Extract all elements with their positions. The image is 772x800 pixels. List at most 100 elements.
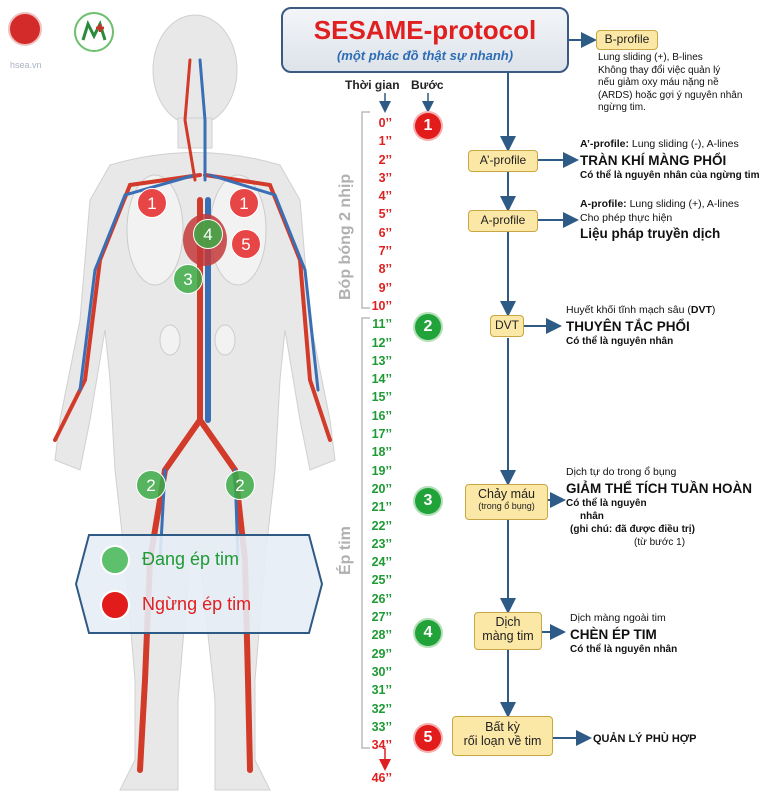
bleed-note-3: (ghi chú: đã được điều trị) bbox=[570, 524, 695, 536]
step-column-header: Bước bbox=[411, 78, 444, 92]
any-management: QUẢN LÝ PHÙ HỢP bbox=[593, 733, 697, 745]
b-profile-annotation: Lung sliding (+), B-lines Không thay đổi… bbox=[598, 52, 770, 115]
time-label: 6’’ bbox=[378, 225, 392, 240]
dvt-box: DVT bbox=[490, 315, 524, 337]
title-main: SESAME-protocol bbox=[313, 15, 537, 45]
title-sub: (một phác đồ thật sự nhanh) bbox=[336, 48, 514, 63]
a-head: A-profile: bbox=[580, 198, 627, 210]
pericardial-label-2: màng tim bbox=[482, 629, 534, 643]
step-1: 1 bbox=[415, 113, 441, 139]
dvt-annotation: Huyết khối tĩnh mạch sâu (DVT) THUYÊN TẮ… bbox=[566, 304, 772, 348]
a-prime-diagnosis: TRÀN KHÍ MÀNG PHỔI bbox=[580, 152, 727, 168]
b-profile-line: ngừng tim. bbox=[598, 102, 646, 113]
b-profile-box: B-profile bbox=[596, 30, 658, 50]
a-profile-box: A-profile bbox=[468, 210, 538, 232]
body-marker-3: 3 bbox=[173, 264, 203, 294]
body-marker-1-left: 1 bbox=[137, 188, 167, 218]
time-label: 14’’ bbox=[371, 372, 392, 387]
b-profile-line: (ARDS) hoặc gợi ý nguyên nhân bbox=[598, 89, 743, 101]
bleed-note-1: Có thể là nguyên bbox=[566, 498, 647, 510]
time-label: 32’’ bbox=[371, 701, 392, 716]
a-prime-annotation: A’-profile: Lung sliding (-), A-lines TR… bbox=[580, 138, 772, 182]
time-label: 30’’ bbox=[371, 664, 392, 679]
time-label: 9’’ bbox=[378, 280, 392, 295]
b-profile-line: Lung sliding (+), B-lines bbox=[598, 52, 703, 63]
bleeding-box: Chảy máu (trong ổ bụng) bbox=[465, 484, 548, 520]
site-label: hsea.vn bbox=[10, 60, 42, 70]
body-marker-1-right: 1 bbox=[229, 188, 259, 218]
time-column-header: Thời gian bbox=[345, 78, 400, 92]
dvt-diagnosis: THUYÊN TẮC PHỔI bbox=[566, 318, 690, 334]
time-label: 10’’ bbox=[371, 298, 392, 313]
body-marker-5: 5 bbox=[231, 229, 261, 259]
time-label: 26’’ bbox=[371, 591, 392, 606]
time-label: 11’’ bbox=[372, 317, 392, 332]
a-annotation: A-profile: Lung sliding (+), A-lines Cho… bbox=[580, 198, 772, 243]
dvt-note: Có thể là nguyên nhân bbox=[566, 336, 674, 348]
bleed-note-2: nhân bbox=[580, 511, 604, 523]
legend-red-label: Ngừng ép tim bbox=[142, 594, 252, 614]
time-label: 8’’ bbox=[378, 262, 392, 277]
time-label: 1’’ bbox=[378, 134, 392, 149]
pericardial-box: Dịch màng tim bbox=[474, 612, 542, 650]
a-prime-rest: Lung sliding (-), A-lines bbox=[629, 138, 739, 150]
title-box: SESAME-protocol (một phác đồ thật sự nha… bbox=[281, 7, 569, 73]
time-label: 25’’ bbox=[371, 573, 392, 588]
bleeding-sublabel: (trong ổ bụng) bbox=[478, 501, 535, 511]
any-annotation: QUẢN LÝ PHÙ HỢP bbox=[593, 732, 697, 746]
time-label: 33’’ bbox=[371, 719, 392, 734]
time-label: 28’’ bbox=[371, 628, 392, 643]
step-3: 3 bbox=[415, 488, 441, 514]
dvt-abbr: DVT bbox=[690, 304, 712, 316]
a-rest: Lung sliding (+), A-lines bbox=[626, 198, 740, 210]
hospital-logo bbox=[74, 12, 114, 52]
pericardial-label-1: Dịch bbox=[495, 615, 521, 629]
time-label: 17’’ bbox=[371, 427, 392, 442]
time-label: 15’’ bbox=[371, 390, 392, 405]
pericardial-annotation: Dịch màng ngoài tim CHÈN ÉP TIM Có thể l… bbox=[570, 612, 770, 656]
b-profile-line: Không thay đổi việc quản lý bbox=[598, 64, 721, 76]
legend-box bbox=[74, 534, 324, 634]
legend-green-label: Đang ép tim bbox=[142, 549, 240, 569]
time-label: 13’’ bbox=[371, 353, 392, 368]
time-label: 18’’ bbox=[371, 445, 392, 460]
body-marker-4: 4 bbox=[193, 219, 223, 249]
time-label: 19’’ bbox=[371, 463, 392, 478]
step-5: 5 bbox=[415, 725, 441, 751]
body-marker-2-left: 2 bbox=[136, 470, 166, 500]
time-label-final: 46’’ bbox=[371, 771, 392, 785]
time-label: 22’’ bbox=[371, 518, 392, 533]
time-label: 12’’ bbox=[371, 335, 392, 350]
any-disorder-label-2: rối loạn về tim bbox=[463, 734, 542, 748]
time-label: 34’’ bbox=[371, 738, 392, 753]
dvt-close: ) bbox=[711, 304, 716, 316]
a-prime-profile-box: A’-profile bbox=[468, 150, 538, 172]
bleed-diagnosis: GIẢM THỂ TÍCH TUẦN HOÀN bbox=[566, 480, 752, 496]
bleed-note-4: (từ bước 1) bbox=[634, 537, 686, 549]
time-label: 2’’ bbox=[378, 152, 392, 167]
time-list: 0’’ 1’’ 2’’ 3’’ 4’’ 5’’ 6’’ 7’’ 8’’ 9’’ … bbox=[352, 116, 396, 756]
any-disorder-box: Bất kỳ rối loạn về tim bbox=[452, 716, 553, 756]
any-disorder-label-1: Bất kỳ bbox=[485, 720, 520, 734]
step-2: 2 bbox=[415, 314, 441, 340]
dvt-line: Huyết khối tĩnh mạch sâu ( bbox=[566, 304, 691, 316]
time-label: 29’’ bbox=[371, 646, 392, 661]
emergency-logo bbox=[8, 12, 42, 46]
a-line2: Cho phép thực hiện bbox=[580, 211, 673, 224]
peri-line: Dịch màng ngoài tim bbox=[570, 612, 666, 624]
time-label: 31’’ bbox=[371, 683, 392, 698]
b-profile-line: nếu giảm oxy máu nặng nề bbox=[598, 77, 719, 88]
time-label: 4’’ bbox=[378, 189, 392, 204]
body-marker-2-right: 2 bbox=[225, 470, 255, 500]
time-label: 20’’ bbox=[371, 481, 392, 496]
bleed-line: Dịch tự do trong ổ bụng bbox=[566, 466, 677, 478]
legend-green-dot bbox=[100, 545, 130, 575]
peri-note: Có thể là nguyên nhân bbox=[570, 644, 678, 656]
time-label: 7’’ bbox=[378, 244, 392, 259]
peri-diagnosis: CHÈN ÉP TIM bbox=[570, 626, 657, 642]
bleeding-annotation: Dịch tự do trong ổ bụng GIẢM THỂ TÍCH TU… bbox=[566, 466, 772, 549]
legend-red-dot bbox=[100, 590, 130, 620]
a-therapy: Liệu pháp truyền dịch bbox=[580, 226, 721, 242]
time-label: 0’’ bbox=[378, 116, 392, 130]
